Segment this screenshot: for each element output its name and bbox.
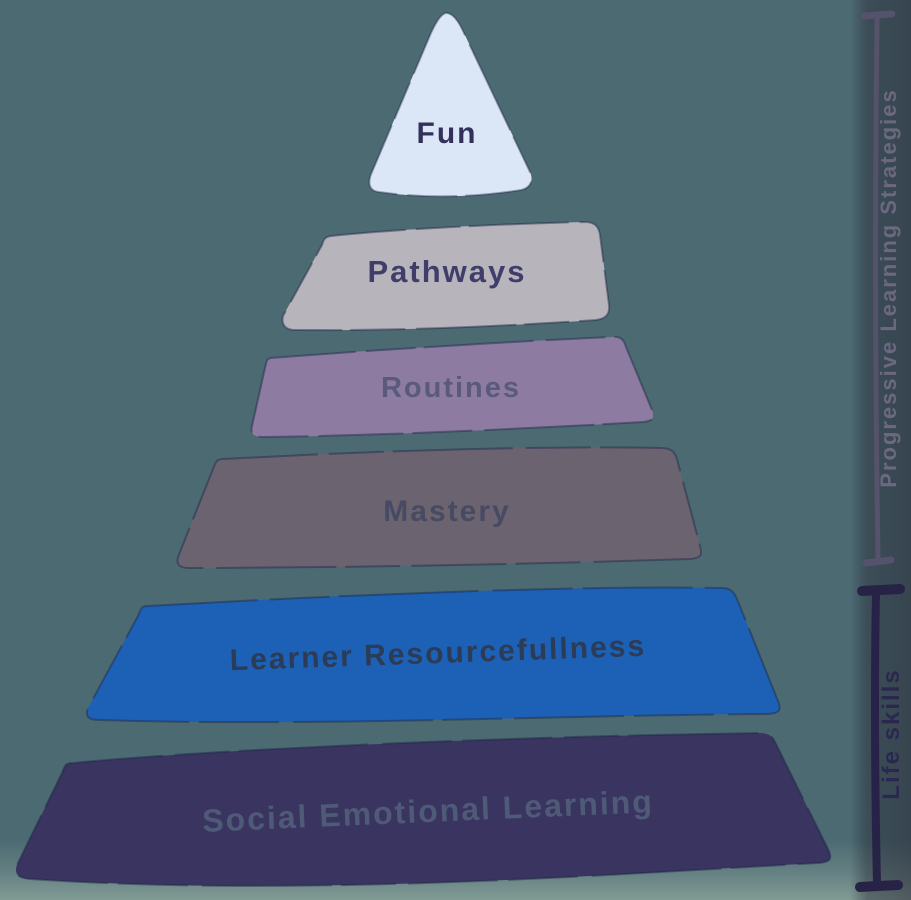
- bracket-label-progressive-learning-strategies: Progressive Learning Strategies: [876, 88, 901, 487]
- background-right-shade: [850, 0, 911, 900]
- pyramid-level-label: Routines: [381, 372, 521, 404]
- pyramid-level-shape: [368, 12, 533, 198]
- bracket-cap-top: [857, 584, 905, 596]
- pyramid-level-label: Mastery: [383, 495, 510, 528]
- pyramid-level-shape: [281, 221, 611, 332]
- pyramid-level-label: Fun: [417, 117, 478, 150]
- bracket-cap-top: [860, 10, 896, 20]
- bracket-cap-bottom: [855, 880, 903, 892]
- bracket-line: [873, 17, 881, 560]
- pyramid-level-routines: Routines: [250, 335, 655, 438]
- pyramid-level-mastery: Mastery: [176, 446, 703, 569]
- pyramid-level-shape: [250, 335, 655, 438]
- bracket-progressive-learning-strategies: Progressive Learning Strategies: [860, 10, 901, 567]
- pyramid-level-shape: [85, 586, 781, 724]
- pyramid-level-pathways: Pathways: [281, 221, 611, 332]
- pyramid-level-fun: Fun: [368, 12, 533, 198]
- pyramid-level-shape: [176, 446, 703, 569]
- bracket-label-life-skills: Life skills: [878, 668, 905, 799]
- bracket-life-skills: Life skills: [855, 584, 905, 892]
- pyramid-level-social-emotional-learning: Social Emotional Learning: [14, 732, 832, 887]
- pyramid-level-shape: [14, 732, 832, 887]
- pyramid-level-learner-resourcefullness: Learner Resourcefullness: [85, 586, 781, 724]
- pyramid-level-label: Pathways: [367, 254, 526, 289]
- bracket-line: [870, 588, 881, 888]
- bracket-cap-bottom: [862, 556, 895, 567]
